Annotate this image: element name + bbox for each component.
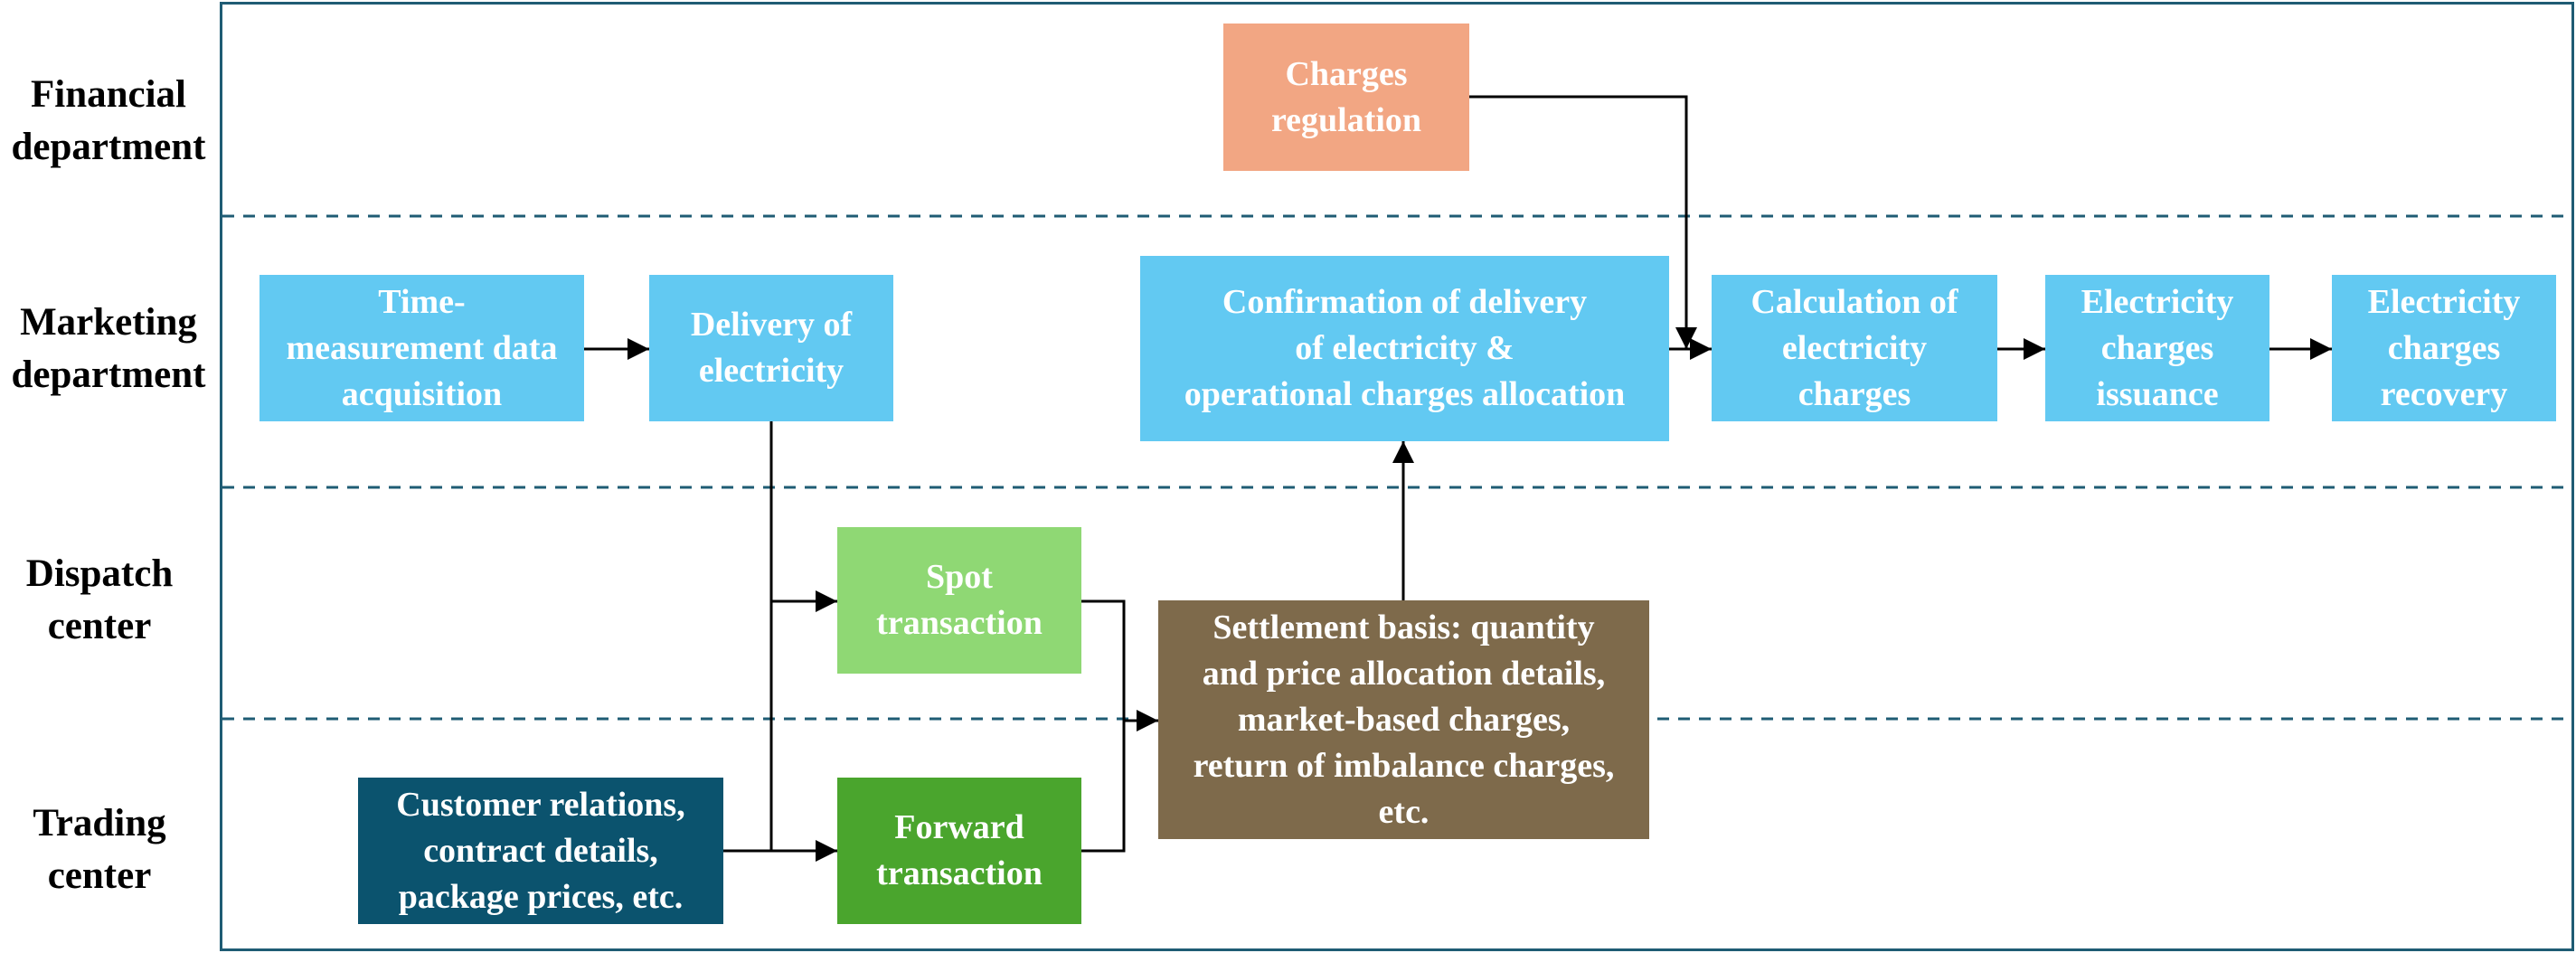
node-forward-transaction: Forward transaction <box>837 778 1081 924</box>
lane-label-dispatch: Dispatch center <box>25 552 174 647</box>
diagram-frame <box>220 2 2574 951</box>
connector-regulation-to-calculation <box>1469 95 1697 349</box>
node-charges-regulation: Charges regulation <box>1223 24 1469 171</box>
lane-label-financial: Financial department <box>11 73 206 168</box>
node-time-measurement: Time- measurement data acquisition <box>259 275 584 421</box>
node-charges-issuance: Electricity charges issuance <box>2045 275 2269 421</box>
node-customer-relations: Customer relations, contract details, pa… <box>358 778 723 924</box>
lane-label-marketing: Marketing department <box>11 301 206 396</box>
node-settlement-basis: Settlement basis: quantity and price all… <box>1158 600 1649 839</box>
connector-delivery-to-spot <box>769 421 837 612</box>
lane-label-trading: Trading center <box>33 802 166 897</box>
connector-delivery-to-forward <box>769 601 837 862</box>
node-calculation-of-charges: Calculation of electricity charges <box>1712 275 1997 421</box>
node-spot-transaction: Spot transaction <box>837 527 1081 674</box>
node-confirmation-of-delivery: Confirmation of delivery of electricity … <box>1140 256 1669 441</box>
connector-forward-to-settlement <box>1081 710 1158 853</box>
node-charges-recovery: Electricity charges recovery <box>2332 275 2556 421</box>
connector-spot-to-settlement <box>1081 599 1126 721</box>
node-delivery-of-electricity: Delivery of electricity <box>649 275 893 421</box>
